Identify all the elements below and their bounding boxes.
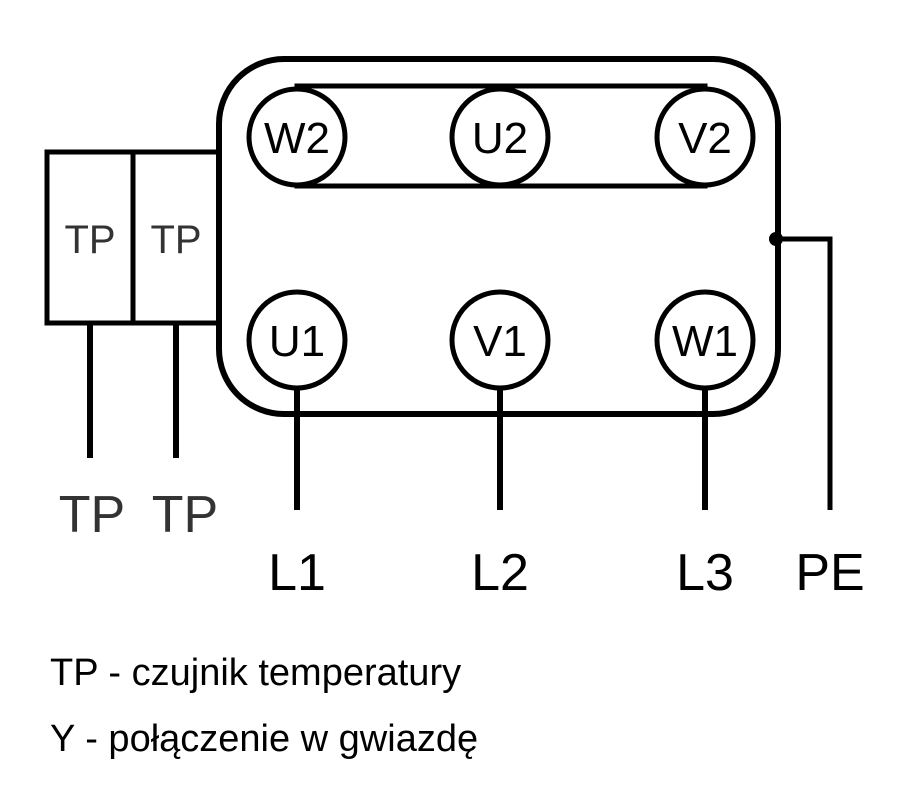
pe-wire bbox=[776, 236, 833, 510]
legend-tp: TP - czujnik temperatury bbox=[50, 652, 462, 694]
lead-l1-label: L1 bbox=[268, 544, 326, 602]
legend-y: Y - połączenie w gwiazdę bbox=[50, 718, 479, 760]
terminal-u2-circle bbox=[449, 86, 551, 188]
tp-left-lead-label: TP bbox=[59, 486, 125, 544]
terminal-w2-circle bbox=[246, 86, 348, 188]
terminal-w2-label: W2 bbox=[264, 114, 330, 163]
terminal-w1-label: W1 bbox=[672, 317, 738, 366]
lead-pe-label: PE bbox=[795, 544, 864, 602]
terminal-v2-label: V2 bbox=[678, 114, 732, 163]
terminal-u1-label: U1 bbox=[269, 317, 325, 366]
lead-l3-label: L3 bbox=[676, 544, 734, 602]
lead-l2-label: L2 bbox=[471, 544, 529, 602]
sensor-left-label: TP bbox=[64, 218, 115, 262]
sensor-right-label: TP bbox=[150, 218, 201, 262]
terminal-v2-circle bbox=[654, 86, 756, 188]
terminal-u2-label: U2 bbox=[472, 114, 528, 163]
terminal-v1-label: V1 bbox=[473, 317, 527, 366]
tp-right-lead-label: TP bbox=[152, 486, 218, 544]
